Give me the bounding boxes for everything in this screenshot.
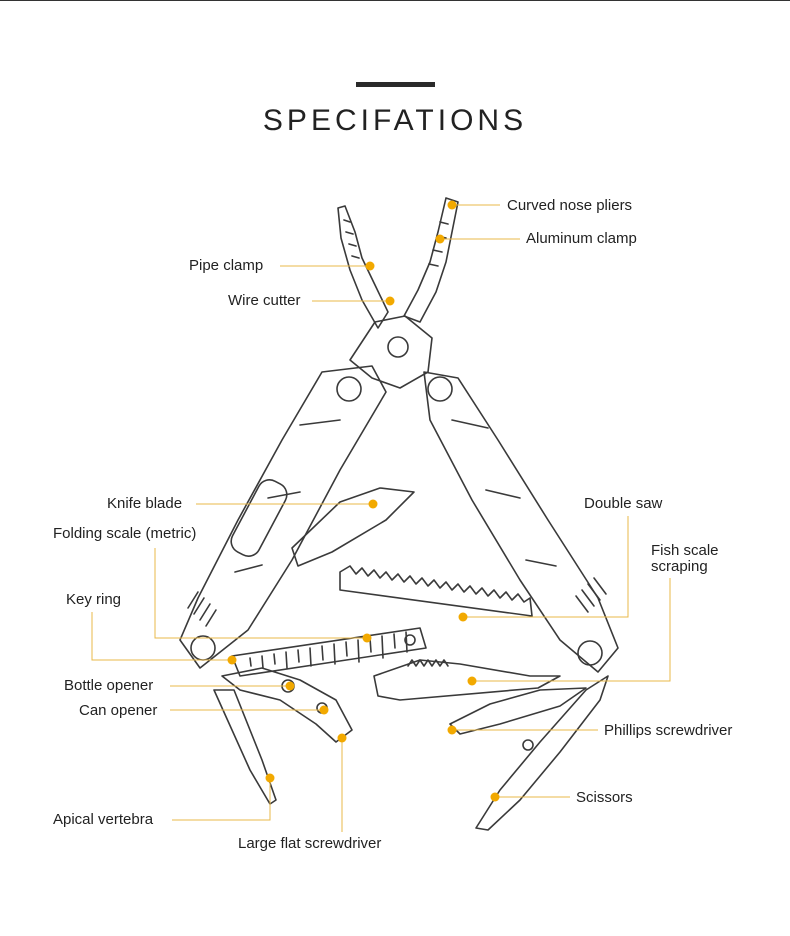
- dot-fish-scale: [467, 676, 477, 686]
- label-folding-scale: Folding scale (metric): [53, 525, 197, 542]
- dot-wire-cutter: [385, 296, 395, 306]
- dot-large-flat: [337, 733, 347, 743]
- dot-key-ring: [227, 655, 237, 665]
- bottle-opener-shape: [221, 667, 353, 743]
- label-apical-vertebra: Apical vertebra: [53, 811, 154, 828]
- right-handle: [423, 371, 619, 673]
- knife-blade-shape: [291, 487, 415, 567]
- pivot-screw: [387, 336, 409, 358]
- dot-knife-blade: [368, 499, 378, 509]
- label-fish-scale-line1: Fish scale: [651, 542, 719, 559]
- label-aluminum-clamp: Aluminum clamp: [526, 230, 637, 247]
- folding-scale-shape: [231, 627, 427, 677]
- title-accent-bar: [356, 82, 435, 87]
- leader-double-saw: [463, 516, 629, 618]
- dot-pipe-clamp: [365, 261, 375, 271]
- dot-apical-vertebra: [265, 773, 275, 783]
- left-handle: [179, 365, 387, 669]
- left-handle-slot: [230, 479, 288, 557]
- label-double-saw: Double saw: [584, 495, 663, 512]
- right-nose-jaw: [403, 197, 459, 323]
- dot-curved-nose-pliers: [447, 200, 457, 210]
- leader-apical-vertebra: [172, 778, 271, 821]
- dot-scissors: [490, 792, 500, 802]
- dot-bottle-opener: [285, 681, 295, 691]
- awl-shape: [213, 689, 277, 805]
- dot-phillips: [447, 725, 457, 735]
- callout-dots: [227, 200, 500, 802]
- fish-scale-shape: [373, 659, 561, 701]
- leader-key-ring: [91, 612, 232, 661]
- label-scissors: Scissors: [576, 789, 633, 806]
- label-key-ring: Key ring: [66, 591, 122, 608]
- pivot-hub: [349, 315, 433, 389]
- label-curved-nose-pliers: Curved nose pliers: [507, 197, 633, 214]
- leader-lines: [91, 204, 671, 832]
- dot-folding-scale: [362, 633, 372, 643]
- label-pipe-clamp: Pipe clamp: [189, 257, 264, 274]
- label-phillips-screwdriver: Phillips screwdriver: [604, 722, 733, 739]
- dot-aluminum-clamp: [435, 234, 445, 244]
- label-knife-blade: Knife blade: [107, 495, 183, 512]
- label-can-opener: Can opener: [79, 702, 158, 719]
- label-wire-cutter: Wire cutter: [228, 292, 301, 309]
- saw-blade-shape: [339, 565, 533, 617]
- left-nose-jaw: [337, 205, 389, 329]
- phillips-shape: [449, 687, 587, 735]
- top-divider: [0, 0, 790, 1]
- leader-folding-scale: [154, 548, 367, 639]
- label-fish-scale-line2: scraping: [651, 558, 708, 575]
- dot-double-saw: [458, 612, 468, 622]
- scissors-shape: [475, 675, 609, 831]
- page-title: SPECIFATIONS: [262, 104, 528, 137]
- leader-fish-scale: [472, 578, 671, 682]
- label-bottle-opener: Bottle opener: [64, 677, 154, 694]
- label-large-flat-screwdriver: Large flat screwdriver: [238, 835, 382, 852]
- dot-can-opener: [319, 705, 329, 715]
